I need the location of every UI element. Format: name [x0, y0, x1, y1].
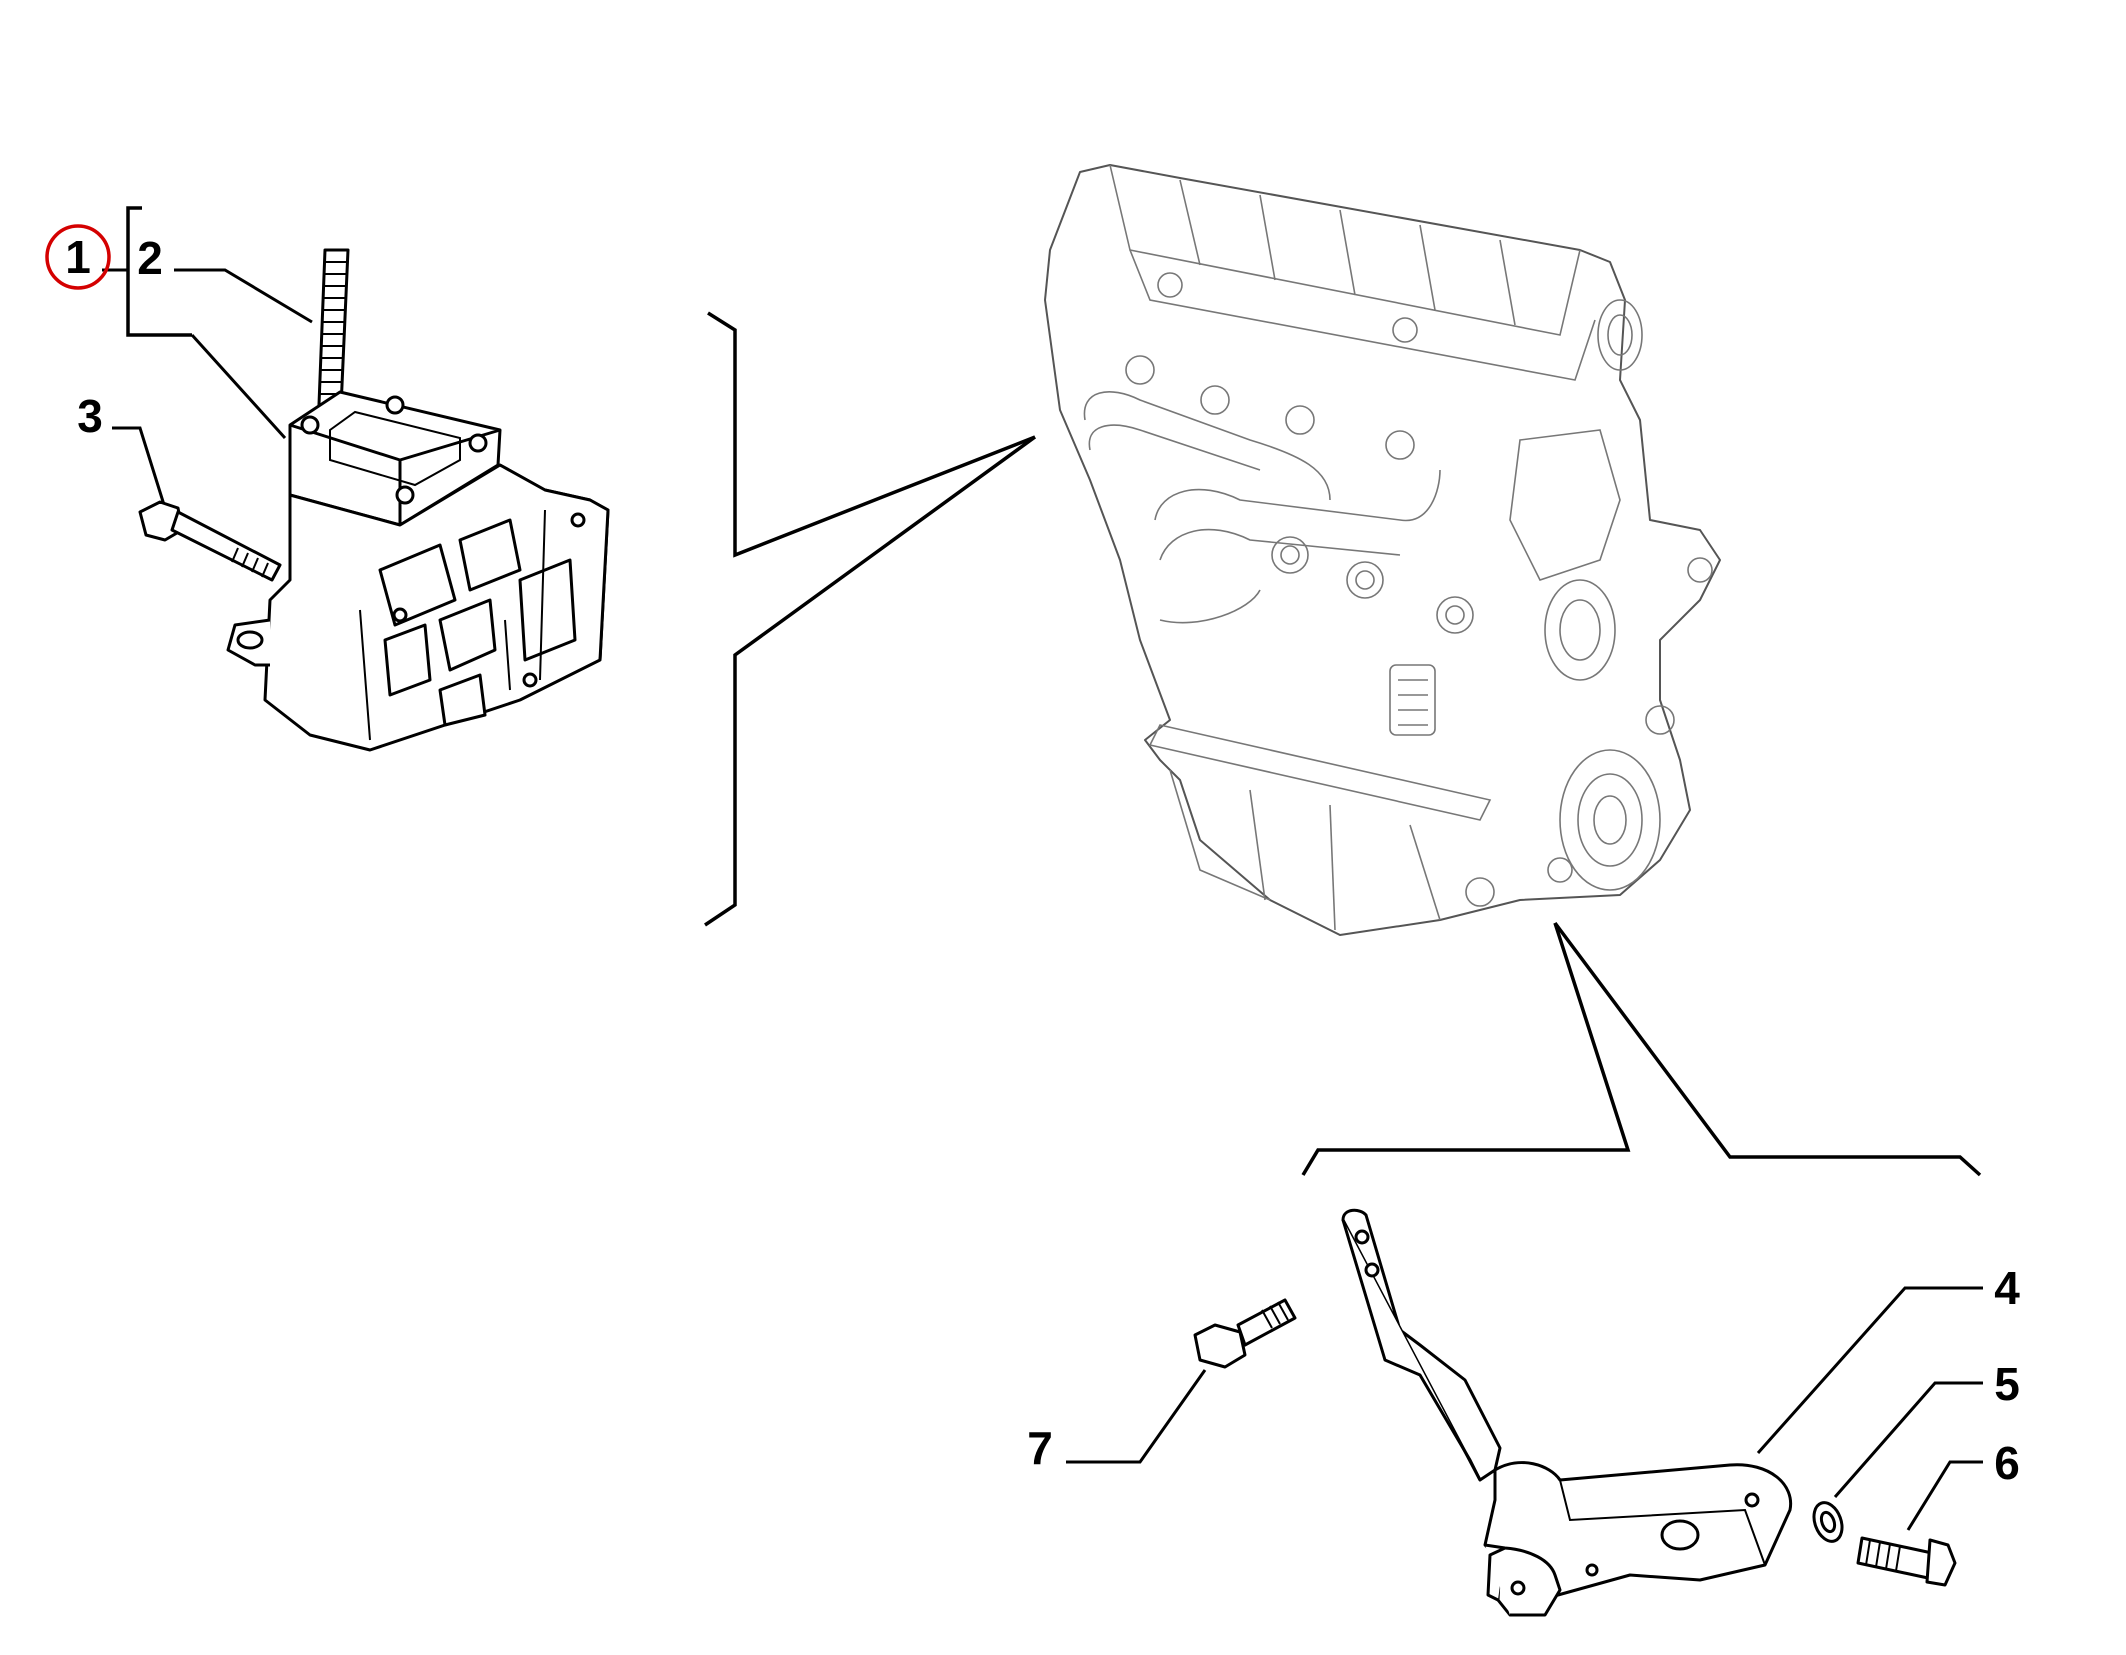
hex-bolt-icon [138, 500, 282, 582]
leader-7 [1066, 1369, 1207, 1464]
leader-2 [174, 268, 313, 324]
leader-3 [112, 426, 167, 509]
washer-icon [1812, 1501, 1844, 1543]
callout-4: 4 [1994, 1262, 2020, 1314]
callout-7: 7 [1027, 1422, 1053, 1474]
group-bracket-left [707, 311, 1036, 558]
engine-mount-support-icon [226, 390, 610, 752]
group-bracket-left-lower [704, 435, 1037, 927]
group-bracket-lower [1301, 922, 1631, 1176]
hex-bolt-icon [1193, 1298, 1297, 1369]
callout-1: 1 [65, 231, 91, 283]
callout-6: 6 [1994, 1437, 2020, 1489]
group-bracket-lower-right [1553, 921, 1982, 1177]
callout-3: 3 [77, 390, 103, 442]
screw-icon [1856, 1536, 1957, 1587]
callout-5: 5 [1994, 1358, 2020, 1410]
callout-highlight-circle [45, 224, 111, 290]
bracket-icon [1341, 1208, 1793, 1617]
stud-icon [316, 248, 350, 432]
callout-2: 2 [137, 232, 163, 284]
leader-1-to-mount [190, 333, 287, 440]
leader-5 [1833, 1381, 1983, 1498]
leader-4 [1756, 1286, 1983, 1454]
engine-block-icon [1044, 164, 1721, 936]
leader-6 [1906, 1460, 1983, 1531]
